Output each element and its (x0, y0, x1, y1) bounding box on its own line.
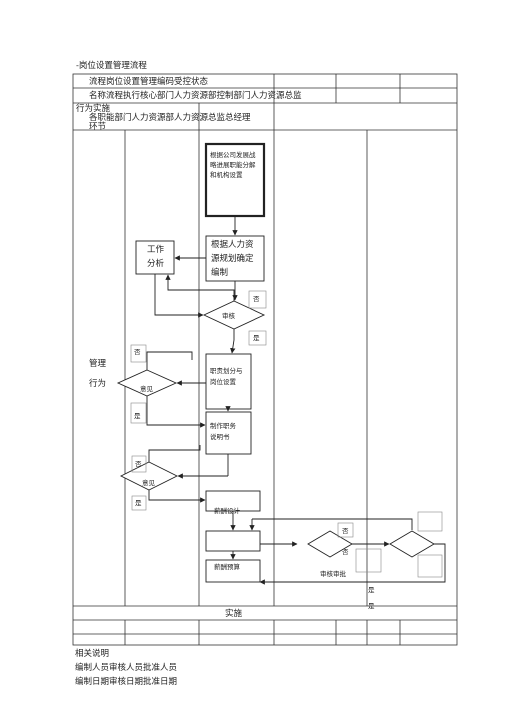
diamond-dept1-text: 意见 (140, 385, 153, 393)
label-yes-4: 是 (368, 586, 375, 594)
arrow-opinion2-yes-down (148, 490, 206, 503)
box-work-analysis-text: 工作分析 (147, 245, 165, 269)
label-no-4: 否 (342, 527, 349, 535)
no-box-2 (130, 344, 147, 363)
box-job-desc (205, 411, 252, 455)
label-review-approve: 审核审批 (320, 570, 346, 578)
box-hr-plan-text: 根据人力资源规划确定编制 (211, 240, 254, 278)
box-strategy-text: 根据公司发展战略进展职能分解和机构设置 (210, 151, 256, 179)
label-yes-1: 是 (253, 334, 260, 342)
label-no-5: 否 (342, 548, 349, 556)
flow-shapes (116, 142, 435, 583)
box-salary-budget-text: 薪酬预算 (214, 563, 240, 571)
phase-label-action: 行为 (89, 379, 107, 389)
no-box-1 (248, 290, 267, 309)
label-boxes (130, 290, 443, 578)
document-title: -岗位设置管理流程 (76, 61, 147, 71)
notes-line-1: 编制人员审核人员批准人员 (75, 663, 178, 673)
yes-box-3 (131, 495, 147, 511)
notes-title: 相关说明 (75, 649, 110, 659)
flow-connectors (146, 216, 446, 585)
yes-box-1 (248, 330, 267, 346)
box-duty-division (205, 353, 252, 410)
header-row-2: 名称流程执行核心部门人力资源部控制部门人力资源总监 (89, 91, 302, 101)
diamond-review-text: 审核 (222, 312, 235, 320)
box-work-analysis (135, 240, 175, 275)
yes-box-2 (130, 402, 147, 424)
box-job-desc-text: 制作职务说明书 (210, 422, 236, 441)
header-row-3-b: 各职能部门人力资源部人力资源总监总经理 (89, 113, 251, 123)
no-box-4 (337, 522, 354, 538)
arrow-opinion2-no-loop (148, 445, 201, 462)
label-no-3: 否 (135, 460, 142, 468)
arrow-analysis-to-review (154, 274, 204, 318)
box-duty-division-text: 职责划分与岗位设置 (210, 367, 243, 386)
arrow-gm-back (259, 543, 446, 585)
no-box-3 (131, 455, 147, 473)
label-yes-2: 是 (134, 412, 141, 420)
arrow-top-return (252, 518, 413, 530)
bottom-row-implement: 实施 (225, 609, 243, 619)
phase-label-manage: 管理 (89, 359, 107, 369)
no-box-5 (355, 548, 382, 573)
diamond-gm-review (389, 530, 435, 558)
blank-box-1 (417, 511, 443, 532)
label-no-1: 否 (253, 295, 260, 303)
box-salary-design-text: 薪酬设计 (214, 507, 240, 515)
header-row-3-a: 行为实施 (76, 104, 111, 114)
table-outer-border (72, 73, 458, 646)
box-salary-blank (205, 530, 261, 552)
diamond-director-review (307, 530, 353, 558)
arrow-opinion1-yes-down (146, 396, 206, 428)
notes-line-2: 编制日期审核日期批准日期 (75, 677, 178, 687)
table-grid (72, 73, 458, 646)
blank-box-2 (417, 554, 443, 578)
arrow-review-yes-down (230, 329, 236, 354)
arrow-opinion1-no-loop (146, 351, 193, 370)
box-salary-budget (205, 559, 261, 583)
diamond-dept2-text: 意见 (142, 479, 155, 487)
label-no-2: 否 (134, 348, 141, 356)
header-row-1: 流程岗位设置管理编码受控状态 (89, 77, 209, 87)
label-yes-5: 是 (368, 602, 375, 610)
header-row-3-c: 环节 (89, 122, 107, 132)
label-yes-3: 是 (135, 499, 142, 507)
